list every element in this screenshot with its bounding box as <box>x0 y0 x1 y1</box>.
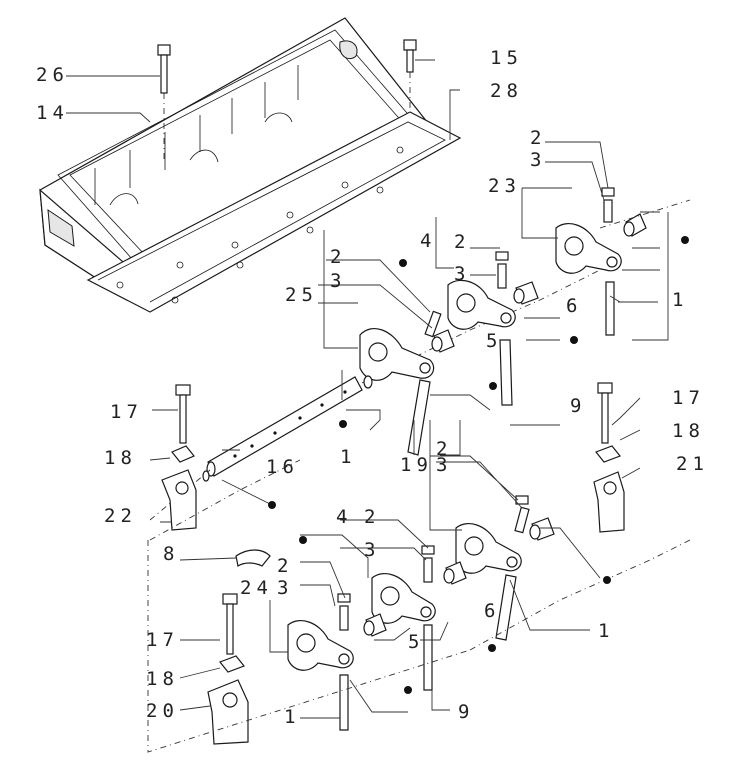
rocker-arm-upper-right <box>555 223 622 274</box>
callout-2-mid: 2 <box>436 438 453 460</box>
callout-18-right: 18 <box>672 420 705 442</box>
callout-8: 8 <box>163 543 180 565</box>
callout-3-top-right: 3 <box>530 149 547 171</box>
reference-dots <box>268 236 689 694</box>
callout-2-left: 2 <box>330 246 347 268</box>
callout-16: 16 <box>266 456 299 478</box>
callout-3-lower: 3 <box>364 539 381 561</box>
support-right <box>593 382 625 533</box>
callout-1-lower-right: 1 <box>598 620 615 642</box>
callout-9-lower: 9 <box>458 701 475 723</box>
rocker-arm-lower-left <box>287 620 354 671</box>
support-lower <box>207 593 249 745</box>
callout-3-lower-left: 3 <box>277 577 294 599</box>
push-rods <box>339 281 615 731</box>
rocker-shaft <box>149 264 611 521</box>
callout-22: 22 <box>104 505 137 527</box>
callout-2-upper: 2 <box>454 231 471 253</box>
callout-26: 26 <box>36 64 69 86</box>
adjusting-screws <box>337 187 615 631</box>
callout-28: 28 <box>490 80 523 102</box>
callout-17-left: 17 <box>110 401 143 423</box>
rocker-arm-upper-left <box>359 328 435 381</box>
support-left <box>161 384 197 531</box>
callout-17-lower: 17 <box>146 629 179 651</box>
callout-17-right: 17 <box>672 387 705 409</box>
callout-2-lower-left: 2 <box>277 555 294 577</box>
callout-1-lower: 1 <box>284 706 301 728</box>
callout-2-lower: 2 <box>364 506 381 528</box>
cover-ribs <box>94 65 299 206</box>
cap-8 <box>235 549 271 567</box>
spacer-ring <box>202 375 373 482</box>
callout-4-upper: 4 <box>420 230 437 252</box>
callout-1-upper-right: 1 <box>672 289 689 311</box>
bushings <box>363 213 647 637</box>
callout-20: 20 <box>146 700 179 722</box>
callout-23: 23 <box>488 175 521 197</box>
rocker-arm-upper-mid <box>447 279 516 330</box>
callout-14: 14 <box>36 102 69 124</box>
callout-21: 21 <box>676 453 709 475</box>
callout-18-left: 18 <box>104 447 137 469</box>
callout-19: 19 <box>400 454 433 476</box>
leader-lines <box>66 59 669 719</box>
callout-1-mid: 1 <box>340 446 357 468</box>
callout-2-top-right: 2 <box>530 127 547 149</box>
callout-3-upper: 3 <box>454 263 471 285</box>
callout-3-mid: 3 <box>436 454 453 476</box>
rocker-arm-lower-right <box>455 523 522 574</box>
gasket <box>86 111 462 313</box>
callout-24: 24 <box>240 577 273 599</box>
callout-9-upper: 9 <box>570 395 587 417</box>
bolt-15 <box>403 39 417 112</box>
rocker-cover <box>39 17 436 302</box>
callout-3-left: 3 <box>330 270 347 292</box>
callout-15: 15 <box>490 47 523 69</box>
callout-25: 25 <box>285 284 318 306</box>
callout-4-lower: 4 <box>336 506 353 528</box>
callout-5-lower: 5 <box>408 631 425 653</box>
callout-5-upper: 5 <box>486 330 503 352</box>
callout-6-upper: 6 <box>566 295 583 317</box>
callout-6-lower: 6 <box>484 600 501 622</box>
callout-18-lower: 18 <box>146 668 179 690</box>
bolt-26 <box>157 44 171 160</box>
